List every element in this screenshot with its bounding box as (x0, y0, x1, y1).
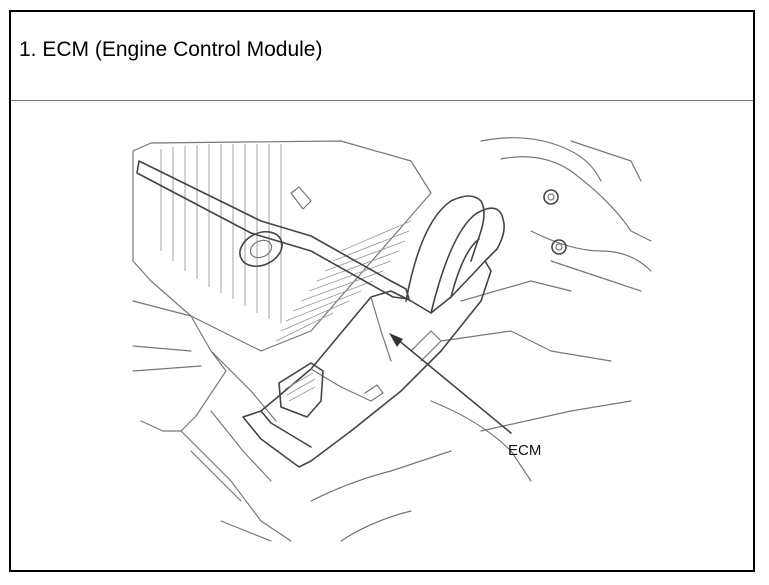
header-band: 1. ECM (Engine Control Module) (11, 12, 753, 101)
ecm-location-diagram: ECM (132, 137, 652, 542)
airbox-housing (132, 300, 292, 542)
ecm-module (242, 195, 505, 468)
ecm-location-figure: ECM (11, 101, 753, 570)
engine-bay-right (310, 137, 652, 542)
diagram-frame: 1. ECM (Engine Control Module) (9, 10, 755, 572)
ecm-callout: ECM (389, 333, 541, 459)
page-title: 1. ECM (Engine Control Module) (19, 38, 323, 61)
radiator-fins (132, 140, 432, 352)
ecm-callout-label: ECM (508, 442, 541, 459)
